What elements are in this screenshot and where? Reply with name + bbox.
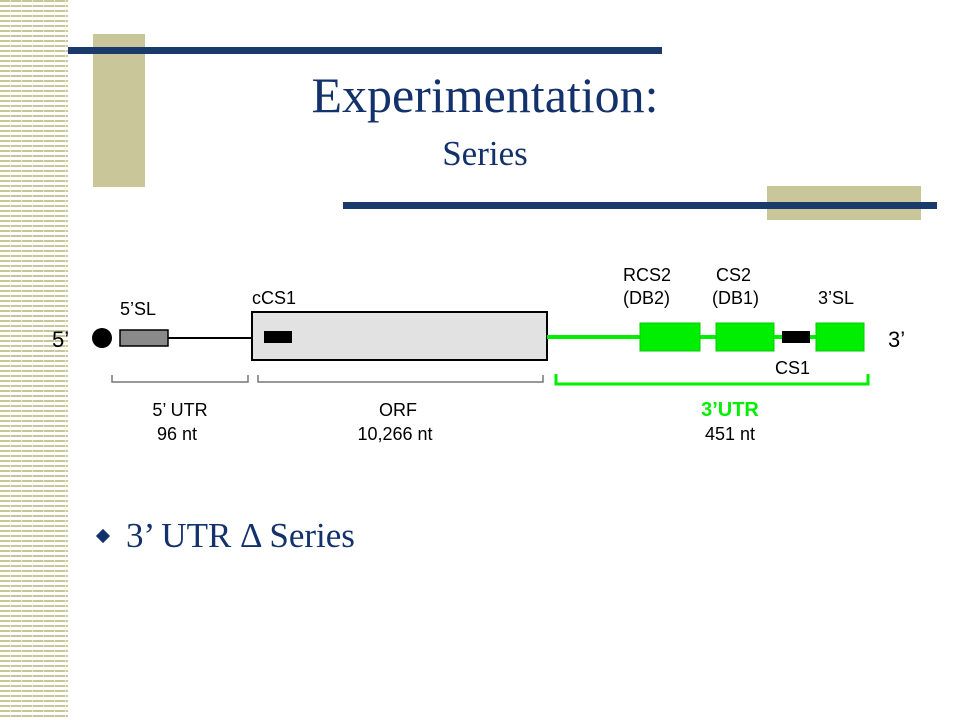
left-stripe-decoration — [0, 0, 68, 720]
region-3utr-length: 451 nt — [705, 424, 755, 444]
region-orf-name: ORF — [379, 400, 417, 420]
rcs2-box — [639, 322, 701, 352]
region-5utr-length: 96 nt — [157, 424, 197, 444]
db1-label: (DB1) — [712, 288, 759, 308]
sl5-box — [119, 329, 169, 347]
genome-diagram: 5’ 5’SL cCS1 RCS2 (DB2) CS2 (DB1) 3’SL C… — [52, 265, 905, 444]
end-3-label: 3’ — [888, 327, 905, 352]
diamond-bullet-icon — [95, 528, 111, 544]
sl3-label: 3’SL — [818, 288, 854, 308]
region-orf-length: 10,266 nt — [357, 424, 432, 444]
cs2-box — [715, 322, 775, 352]
cs1-box — [782, 331, 810, 343]
slide-title: Experimentation: — [311, 67, 659, 123]
cs2-label: CS2 — [716, 265, 751, 285]
db2-label: (DB2) — [623, 288, 670, 308]
title-rule-bottom — [343, 202, 937, 209]
ccs1-marker — [264, 331, 292, 343]
region-5utr-name: 5’ UTR — [152, 400, 207, 420]
region-3utr-name: 3’UTR — [701, 399, 759, 421]
sl5-label: 5’SL — [120, 299, 156, 319]
bracket-orf — [257, 375, 544, 383]
accent-block-vertical — [93, 34, 145, 187]
bracket-3utr — [554, 374, 870, 386]
rcs2-label: RCS2 — [623, 265, 671, 285]
sl3-box — [815, 322, 865, 352]
title-rule-top — [68, 47, 662, 54]
bullet-text: 3’ UTR Δ Series — [126, 516, 355, 555]
ccs1-label: cCS1 — [252, 288, 296, 308]
slide-subtitle: Series — [442, 134, 528, 173]
bullet-item: 3’ UTR Δ Series — [95, 514, 355, 558]
cs1-label: CS1 — [775, 358, 810, 378]
bracket-5utr — [111, 375, 249, 383]
cap-5-dot — [92, 328, 112, 348]
end-5-label: 5’ — [52, 327, 69, 352]
orf-box — [251, 311, 548, 361]
